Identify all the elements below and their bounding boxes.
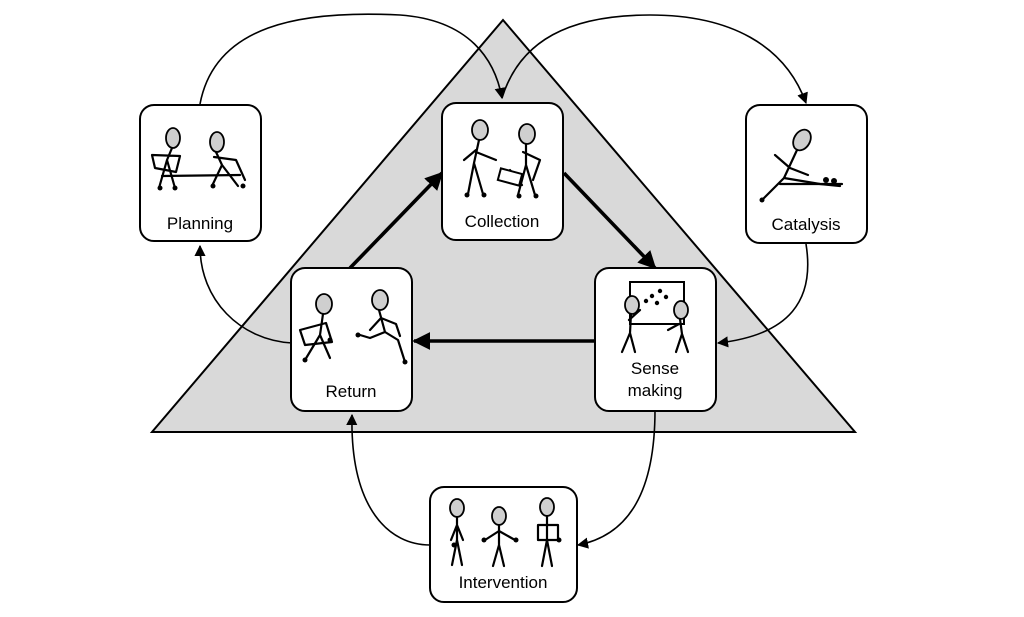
- planning-label: Planning: [167, 214, 233, 233]
- arrow-collection-to-sensemaking: [562, 171, 657, 270]
- stage-planning: Planning: [139, 104, 262, 242]
- intervention-figures-icon: [449, 497, 562, 568]
- return-label: Return: [325, 382, 376, 401]
- sense-making-label-line2: making: [628, 381, 683, 400]
- sense-making-label-line1: Sense: [631, 359, 679, 378]
- arrow-sensemaking-to-intervention: [576, 409, 656, 549]
- catalysis-figure-icon: [759, 128, 844, 203]
- arrow-catalysis-to-sensemaking: [716, 243, 809, 348]
- stage-catalysis: Catalysis: [745, 104, 868, 244]
- arrow-collection-to-catalysis: [501, 14, 808, 105]
- stage-sense-making: Sense making: [594, 267, 717, 412]
- stage-return: Return: [290, 267, 413, 412]
- stage-intervention: Intervention: [429, 486, 578, 603]
- return-figures-icon: [298, 289, 408, 365]
- collection-figures-icon: [462, 119, 542, 199]
- catalysis-label: Catalysis: [772, 215, 841, 234]
- stage-collection: Collection: [441, 102, 564, 241]
- arrow-return-to-collection: [348, 171, 444, 270]
- collection-label: Collection: [465, 212, 540, 231]
- planning-figures-icon: [150, 127, 247, 191]
- arrow-intervention-to-return: [346, 413, 431, 546]
- inner-arrows: [348, 171, 657, 350]
- sense-making-board-icon: [620, 281, 690, 354]
- intervention-label: Intervention: [459, 573, 548, 592]
- arrow-return-to-planning: [194, 244, 293, 344]
- arrow-planning-to-collection: [199, 13, 506, 105]
- outer-arrows: [194, 13, 809, 549]
